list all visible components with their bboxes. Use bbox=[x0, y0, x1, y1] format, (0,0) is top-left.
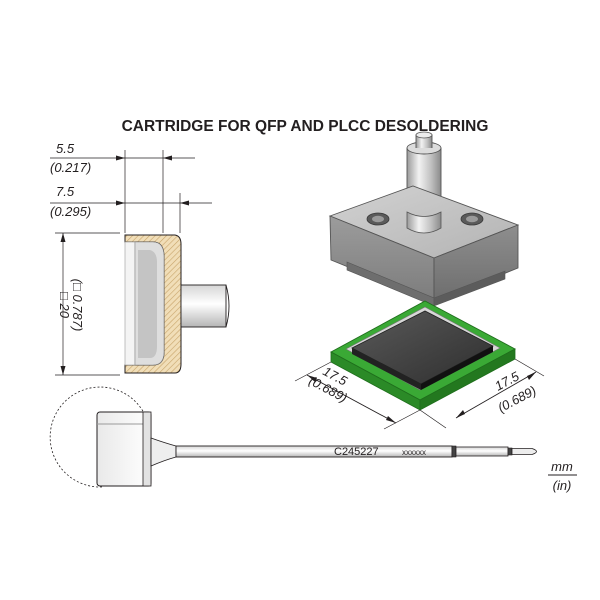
dimension-side: □ 20 (□ 0.787) bbox=[55, 232, 120, 376]
dimension-depth-inner: 5.5 (0.217) bbox=[50, 141, 195, 233]
side-mm: □ 20 bbox=[57, 292, 72, 319]
exploded-3d-view: 17.5 (0.689) 17.5 (0.689) bbox=[294, 131, 545, 430]
section-view: 5.5 (0.217) 7.5 (0.295) □ 20 (□ 0.787) bbox=[50, 141, 230, 376]
depth-outer-mm: 7.5 bbox=[56, 184, 75, 199]
units-metric: mm bbox=[551, 459, 573, 474]
part-number: C245227 bbox=[334, 446, 379, 458]
side-in: (□ 0.787) bbox=[70, 279, 85, 332]
units-legend: mm (in) bbox=[548, 459, 577, 493]
units-imperial: (in) bbox=[553, 478, 572, 493]
diagram-title: CARTRIDGE FOR QFP AND PLCC DESOLDERING bbox=[122, 118, 489, 135]
depth-inner-mm: 5.5 bbox=[56, 141, 75, 156]
dimension-depth-outer: 7.5 (0.295) bbox=[50, 184, 212, 233]
lot-code: xxxxxx bbox=[402, 448, 426, 457]
cartridge-side-view: C245227 xxxxxx bbox=[49, 386, 537, 488]
cartridge-cross-section bbox=[124, 234, 230, 374]
depth-inner-in: (0.217) bbox=[50, 160, 91, 175]
depth-outer-in: (0.295) bbox=[50, 204, 91, 219]
